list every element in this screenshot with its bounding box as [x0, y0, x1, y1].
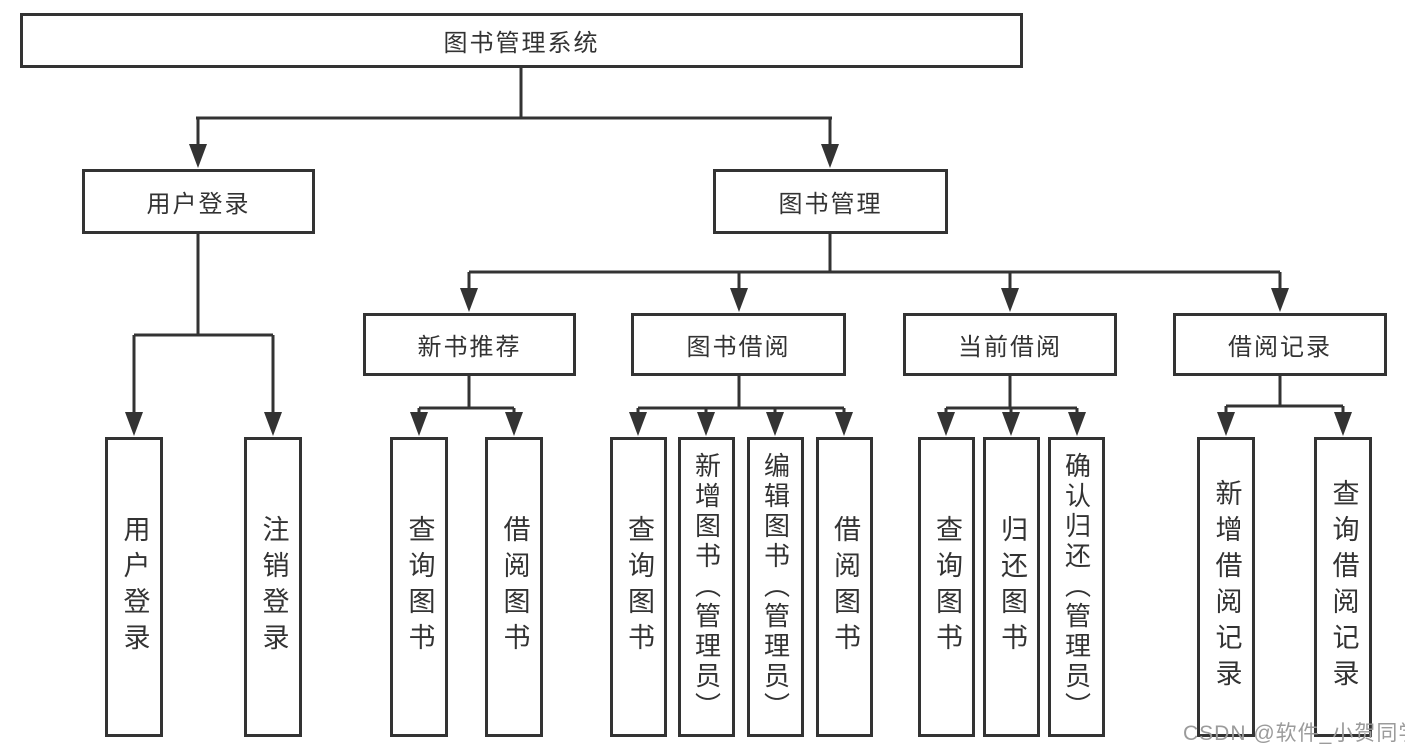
node-user-login-label: 用户登录 [146, 191, 251, 218]
leaf-return-books: 归还图书 [983, 437, 1040, 737]
watermark-text: CSDN @软件_小贺同学 [1183, 722, 1405, 745]
leaf-user-login: 用户登录 [105, 437, 163, 737]
leaf-add-borrow-record: 新增借阅记录 [1197, 437, 1255, 737]
connector-book-borrow [629, 376, 853, 436]
leaf-confirm-return-admin: 确认归还（管理员） [1048, 437, 1105, 737]
leaf-query-books-2: 查询图书 [610, 437, 667, 737]
connector-current-borrow [937, 376, 1086, 436]
leaf-add-books-admin: 新增图书（管理员） [678, 437, 735, 737]
leaf-borrow-books-1-label: 借阅图书 [499, 515, 530, 659]
leaf-logout: 注销登录 [244, 437, 302, 737]
leaf-query-borrow-record: 查询借阅记录 [1314, 437, 1372, 737]
leaf-query-books-3-label: 查询图书 [932, 515, 962, 659]
leaf-borrow-books-2: 借阅图书 [816, 437, 873, 737]
leaf-edit-books-admin: 编辑图书（管理员） [747, 437, 804, 737]
leaf-query-borrow-record-label: 查询借阅记录 [1328, 479, 1359, 695]
leaf-query-books-1: 查询图书 [390, 437, 448, 737]
connector-new-books [410, 376, 523, 436]
leaf-add-borrow-record-label: 新增借阅记录 [1211, 479, 1242, 695]
leaf-borrow-books-1: 借阅图书 [485, 437, 543, 737]
leaf-borrow-books-2-label: 借阅图书 [830, 515, 860, 659]
leaf-return-books-label: 归还图书 [997, 515, 1027, 659]
node-borrow-records: 借阅记录 [1173, 313, 1387, 376]
leaf-query-books-2-label: 查询图书 [624, 515, 654, 659]
leaf-query-books-1-label: 查询图书 [404, 515, 435, 659]
node-root-label: 图书管理系统 [443, 30, 600, 57]
node-book-management-label: 图书管理 [778, 191, 883, 218]
leaf-logout-label: 注销登录 [258, 515, 289, 659]
node-current-borrow-label: 当前借阅 [958, 334, 1062, 361]
leaf-user-login-label: 用户登录 [119, 515, 150, 659]
leaf-query-books-3: 查询图书 [918, 437, 975, 737]
node-root: 图书管理系统 [20, 13, 1023, 68]
node-user-login: 用户登录 [82, 169, 315, 234]
node-new-books-label: 新书推荐 [417, 334, 522, 361]
leaf-confirm-return-admin-label: 确认归还（管理员） [1061, 452, 1092, 722]
node-book-management: 图书管理 [713, 169, 948, 234]
leaf-edit-books-admin-label: 编辑图书（管理员） [760, 452, 791, 722]
connector-borrow-records [1217, 376, 1352, 436]
node-book-borrow: 图书借阅 [631, 313, 846, 376]
leaf-add-books-admin-label: 新增图书（管理员） [691, 452, 722, 722]
node-new-books: 新书推荐 [363, 313, 576, 376]
connector-user-login [125, 234, 282, 436]
node-current-borrow: 当前借阅 [903, 313, 1117, 376]
connector-root [189, 68, 839, 168]
node-borrow-records-label: 借阅记录 [1228, 334, 1332, 361]
connector-book-management [460, 234, 1289, 312]
node-book-borrow-label: 图书借阅 [686, 334, 791, 361]
